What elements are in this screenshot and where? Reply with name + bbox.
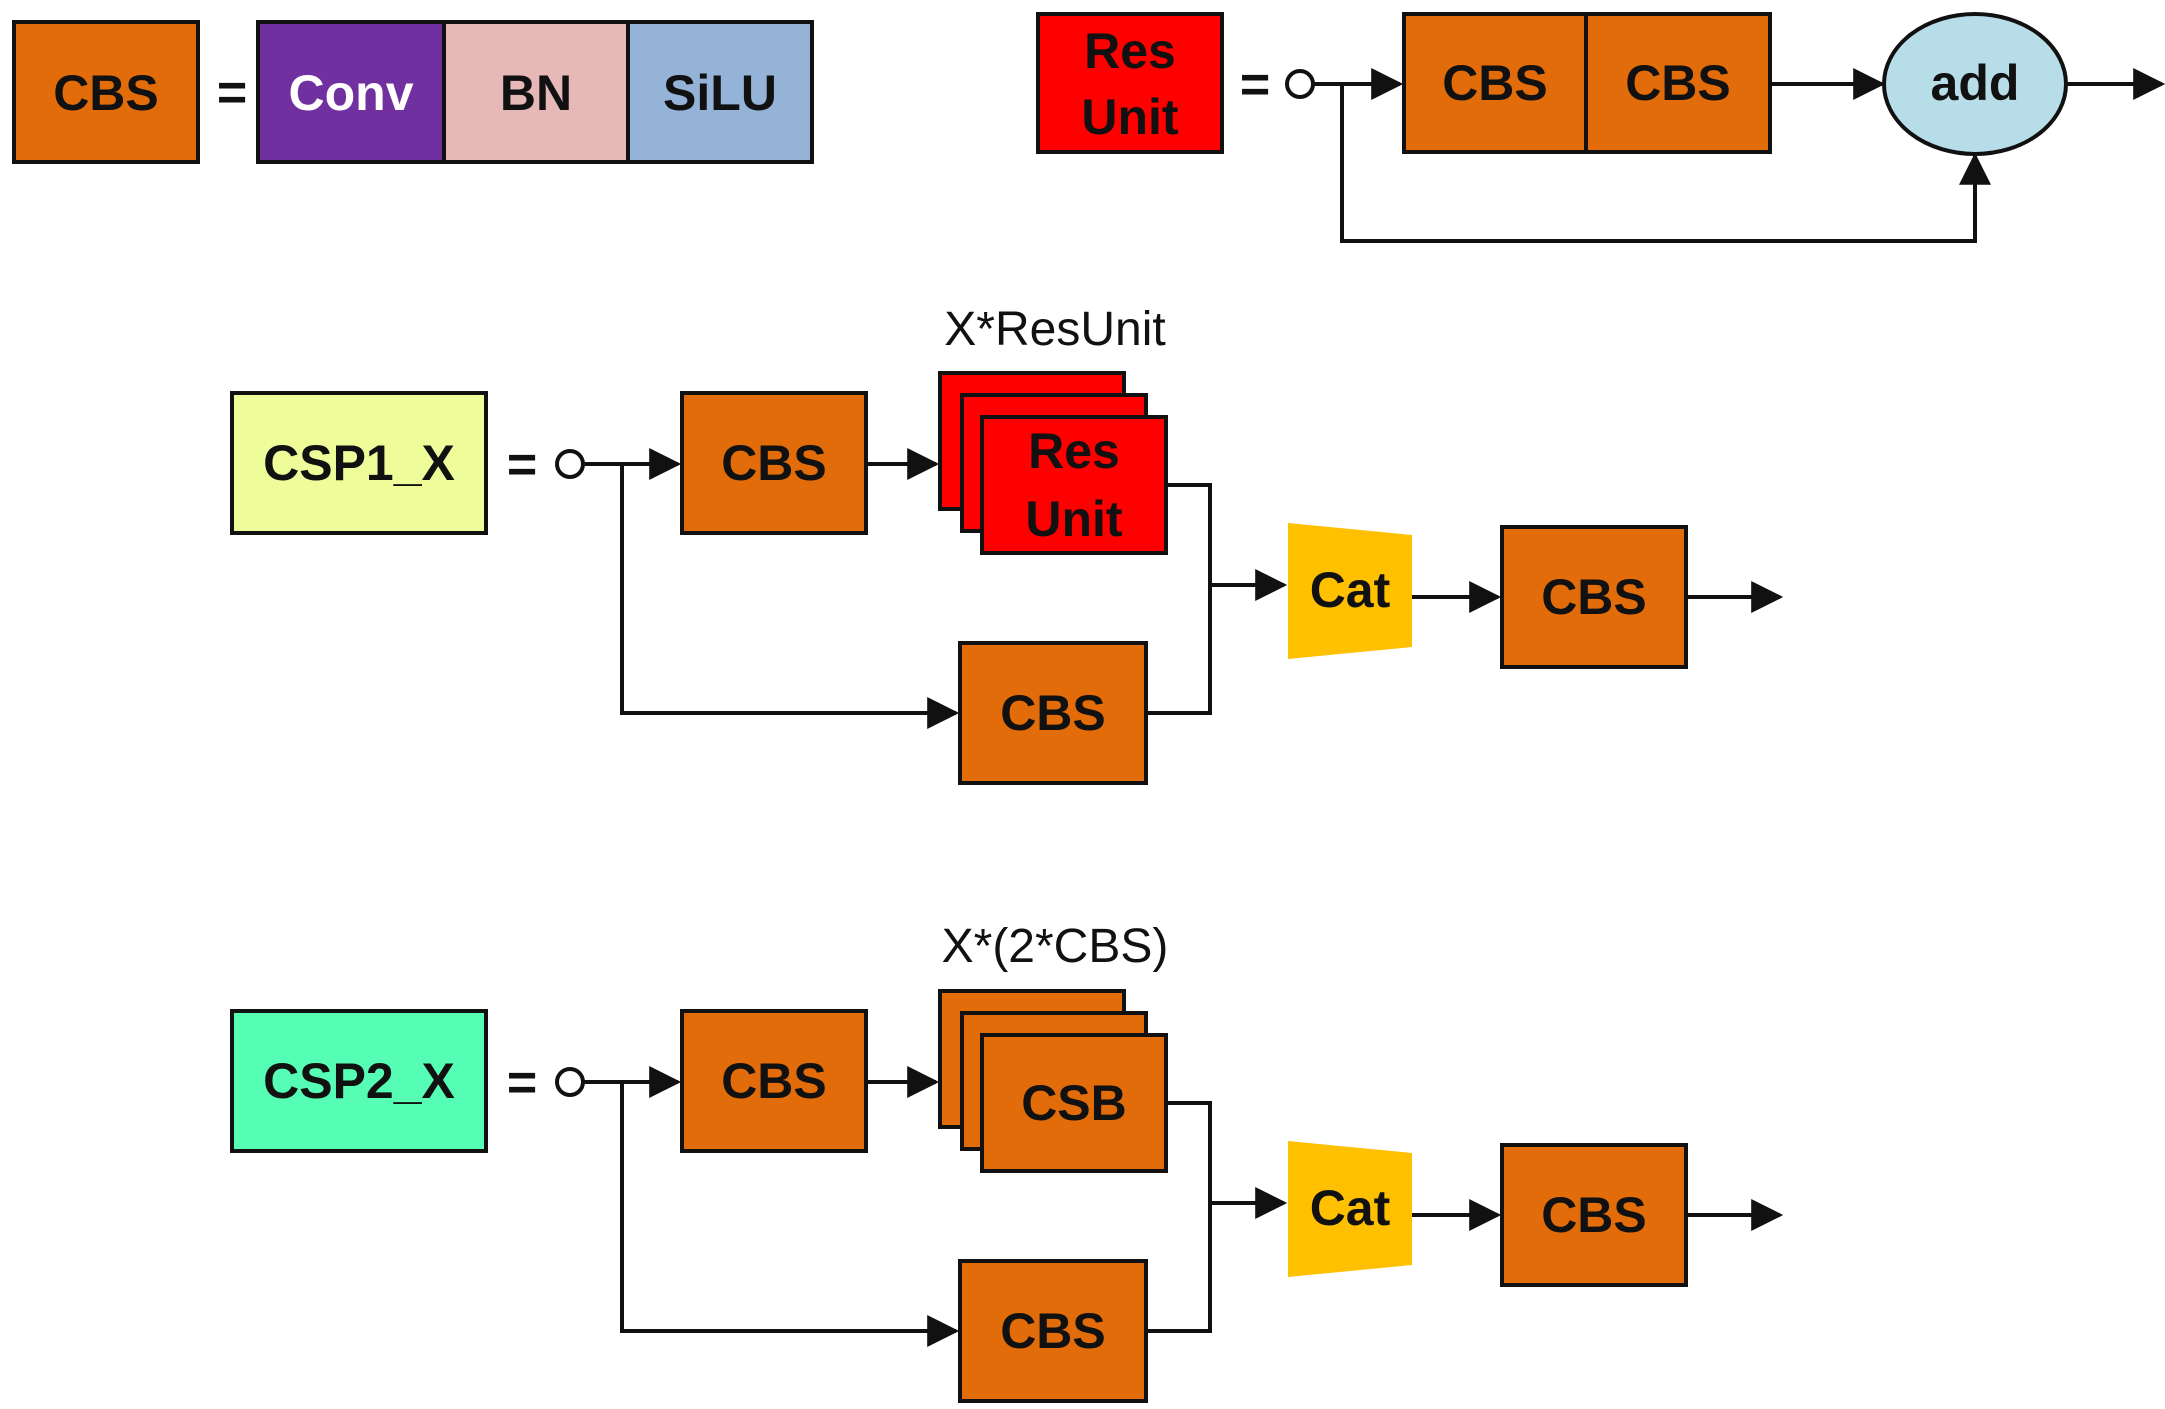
res-unit-cbs-label-2: CBS [1625,55,1731,111]
csp1-branch-line [620,464,960,729]
csp2-name-label: CSP2_X [263,1053,455,1109]
res-unit-legend: Res Unit = CBS CBS add [1036,12,2165,243]
csp1-first-cbs-label: CBS [721,435,827,491]
csp2-repeat-label: X*(2*CBS) [942,920,1169,973]
csp1-out-cbs-label: CBS [1541,569,1647,625]
silu-block [626,20,814,164]
csp1-first-cbs [680,391,868,535]
conv-block [256,20,446,164]
silu-label: SiLU [663,65,777,121]
bn-label: BN [500,65,572,121]
csp2-stack-front [980,1033,1168,1173]
cbs-legend-equals: = [217,64,247,122]
csp1-stack-label-line1: Res [1028,423,1120,479]
csp2-branch-line [620,1082,960,1347]
res-unit-input-node [1285,69,1315,99]
res-unit-legend-label-line1: Res [1084,23,1176,79]
csp2-input-node [555,1067,585,1097]
csp2-equals: = [507,1054,537,1112]
csp2-stack-to-merge [1146,1101,1212,1333]
bn-block [442,20,630,164]
csp1-branch-cbs-label: CBS [1000,685,1106,741]
csp1-block: CSP1_X = CBS X*ResUnit Res Unit CBS Cat … [230,303,1784,785]
res-unit-cbs-label-1: CBS [1442,55,1548,111]
csp1-stack-label-line2: Unit [1025,491,1123,547]
cbs-legend-box [12,20,200,164]
csp2-name-box [230,1009,488,1153]
csp1-input-node [555,449,585,479]
csp1-cat-label: Cat [1310,562,1391,618]
csp2-cat-label: Cat [1310,1180,1391,1236]
csp1-repeat-label: X*ResUnit [944,303,1165,356]
cbs-legend-label: CBS [53,65,159,121]
csp2-branch-cbs [958,1259,1148,1403]
csp2-out-cbs-label: CBS [1541,1187,1647,1243]
csp1-branch-cbs [958,641,1148,785]
csp2-stack-label: CSB [1021,1075,1127,1131]
add-label: add [1931,55,2020,111]
cbs-legend: CBS = Conv BN SiLU [12,20,814,164]
conv-label: Conv [289,65,414,121]
csp2-first-cbs [680,1009,868,1153]
csp1-stack-to-merge [1146,483,1212,715]
csp2-branch-cbs-label: CBS [1000,1303,1106,1359]
res-unit-legend-box [1036,12,1224,154]
csp1-cat-node [1288,523,1412,659]
res-unit-legend-label-line2: Unit [1081,89,1179,145]
csp2-cat-node [1288,1141,1412,1277]
res-unit-skip-connection [1340,84,1991,243]
res-unit-legend-equals: = [1240,56,1270,114]
csp1-name-label: CSP1_X [263,435,455,491]
csp1-name-box [230,391,488,535]
csp2-block: CSP2_X = CBS X*(2*CBS) CSB CBS Cat CBS [230,920,1784,1403]
csp1-equals: = [507,436,537,494]
csp2-first-cbs-label: CBS [721,1053,827,1109]
